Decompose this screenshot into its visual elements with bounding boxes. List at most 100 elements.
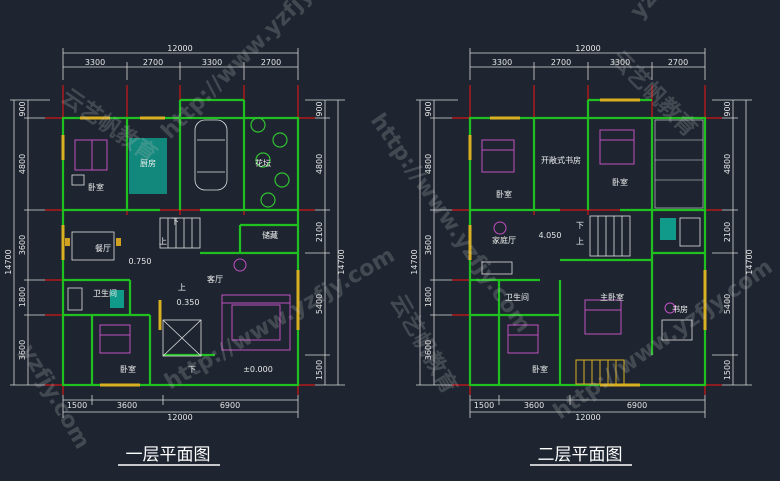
left-dim-5: 3600	[18, 340, 27, 360]
right-total-dim: 14700	[337, 249, 346, 274]
left-dim-4: 1800	[18, 287, 27, 307]
watermark-brand-1: 云艺帆教育	[57, 84, 162, 168]
watermark-url-4: http://www.yzfjy.com	[549, 255, 777, 425]
plan-title-2: 二层平面图	[538, 445, 623, 465]
watermark-short-1: yzfjy.com	[625, 0, 719, 24]
right-dim-2-3: 2100	[723, 222, 732, 242]
right-dim-5: 1500	[315, 360, 324, 380]
top-total-dim: 12000	[167, 44, 192, 53]
kitchen-floor	[129, 138, 167, 194]
dining-table-icon	[65, 231, 121, 261]
right-dim-2-1: 900	[723, 101, 732, 116]
right-dim-2-4: 5400	[723, 294, 732, 314]
left-dimensions: 900 4800 3600 1800 3600 14700	[4, 99, 50, 386]
left-total-dim-2: 14700	[410, 249, 419, 274]
watermark-short-2: yzfjy.com	[15, 341, 95, 454]
bottom-dim-2: 3600	[117, 401, 137, 410]
terrace	[654, 119, 704, 209]
room-label-bedroom-a: 卧室	[88, 182, 104, 192]
top-dim-2-4: 2700	[668, 58, 688, 67]
bed-icon	[71, 139, 108, 186]
windows-2	[468, 98, 707, 387]
room-label-2-family: 家庭厅	[492, 235, 516, 245]
stair-label-down-2: 下	[188, 365, 196, 374]
room-label-bath: 卫生间	[93, 288, 117, 298]
bottom-dim-2-1: 1500	[474, 401, 494, 410]
bottom-dim-1: 1500	[67, 401, 87, 410]
right-dim-1: 900	[315, 101, 324, 116]
room-label-2-bedroom-c: 卧室	[612, 177, 628, 187]
room-label-bedroom-b: 卧室	[120, 364, 136, 374]
bottom-dim-2-3: 6900	[627, 401, 647, 410]
right-total-dim-2: 14700	[745, 249, 754, 274]
right-dimensions: 900 4800 2100 5400 1500 14700	[305, 99, 346, 386]
sofa-icon-2	[481, 221, 513, 275]
bed-icon-2a	[481, 139, 515, 173]
room-label-2-bath: 卫生间	[505, 292, 529, 302]
top-dimensions: 12000 3300 2700 3300 2700	[62, 44, 299, 80]
room-label-2-study: 开敞式书房	[541, 155, 581, 165]
room-label-kitchen: 厨房	[140, 158, 156, 168]
level-mark-2: 0.350	[177, 298, 200, 307]
top-dim-2: 2700	[143, 58, 163, 67]
bed-icon-b	[99, 324, 131, 354]
room-label-storage: 储藏	[262, 230, 278, 240]
right-dimensions-2: 900 4800 2100 5400 1500 14700	[712, 99, 754, 386]
desk-icon	[661, 302, 693, 341]
top-dimensions-2: 12000 3300 2700 3300 2700	[469, 44, 706, 80]
bathtub-icon	[67, 287, 124, 311]
right-dim-2-5: 1500	[723, 360, 732, 380]
left-dim-2-1: 900	[424, 101, 433, 116]
top-dim-4: 2700	[261, 58, 281, 67]
left-total-dim: 14700	[4, 249, 13, 274]
left-dim-2-2: 4800	[424, 154, 433, 174]
plan-title: 一层平面图	[126, 445, 211, 465]
stair-label-up-2: 上	[178, 283, 186, 292]
stairs-icon	[159, 217, 202, 357]
level-mark-3: ±0.000	[243, 365, 273, 374]
bottom-dim-2-2: 3600	[524, 401, 544, 410]
room-label-2-book: 书房	[672, 304, 688, 314]
room-label-flower: 花坛	[255, 158, 271, 168]
plan-ground-floor: 12000 3300 2700 3300 2700 1500 3600 6900…	[4, 44, 346, 466]
stair-label-down: 下	[171, 217, 179, 226]
top-total-dim-2: 12000	[575, 44, 600, 53]
bed-icon-2c	[599, 129, 635, 165]
watermark-url-1: http://www.yzfjy.com	[157, 0, 359, 144]
bottom-total-dim-2: 12000	[575, 413, 600, 422]
right-dim-2-2: 4800	[723, 154, 732, 174]
left-dim-1: 900	[18, 101, 27, 116]
plants-icon	[250, 117, 290, 208]
stair-label-2-up: 上	[576, 237, 584, 246]
level-mark-2-1: 4.050	[539, 231, 562, 240]
bed-icon-2b	[507, 324, 539, 354]
stair-label-up: 上	[159, 237, 167, 246]
room-label-2-bedroom-a: 卧室	[496, 189, 512, 199]
right-dim-4: 5400	[315, 294, 324, 314]
top-dim-2-2: 2700	[551, 58, 571, 67]
bathtub-icon-2	[660, 217, 701, 247]
balcony	[575, 359, 625, 385]
right-dim-3: 2100	[315, 222, 324, 242]
bottom-dim-3: 6900	[220, 401, 240, 410]
top-dim-2-1: 3300	[492, 58, 512, 67]
top-dim-2-3: 3300	[610, 58, 630, 67]
left-dim-3: 3600	[18, 235, 27, 255]
room-label-2-bedroom-b: 卧室	[532, 364, 548, 374]
windows	[61, 116, 300, 387]
bottom-dimensions: 1500 3600 6900 12000	[62, 385, 299, 422]
left-dim-2-4: 1800	[424, 287, 433, 307]
bed-icon-master	[584, 299, 622, 335]
room-label-living: 客厅	[207, 274, 223, 284]
car-icon	[194, 119, 228, 191]
left-dim-2-5: 3600	[424, 340, 433, 360]
room-label-dining: 餐厅	[95, 244, 111, 253]
watermark-url-3: http://www.yzfjy.com	[161, 243, 400, 395]
sofa-set-icon	[221, 258, 291, 351]
left-dim-2: 4800	[18, 154, 27, 174]
right-dim-2: 4800	[315, 154, 324, 174]
plan-upper-floor: 12000 3300 2700 3300 2700 1500 3600 6900…	[410, 44, 754, 466]
room-label-2-master: 主卧室	[600, 292, 624, 302]
stairs-icon-2	[589, 215, 631, 257]
